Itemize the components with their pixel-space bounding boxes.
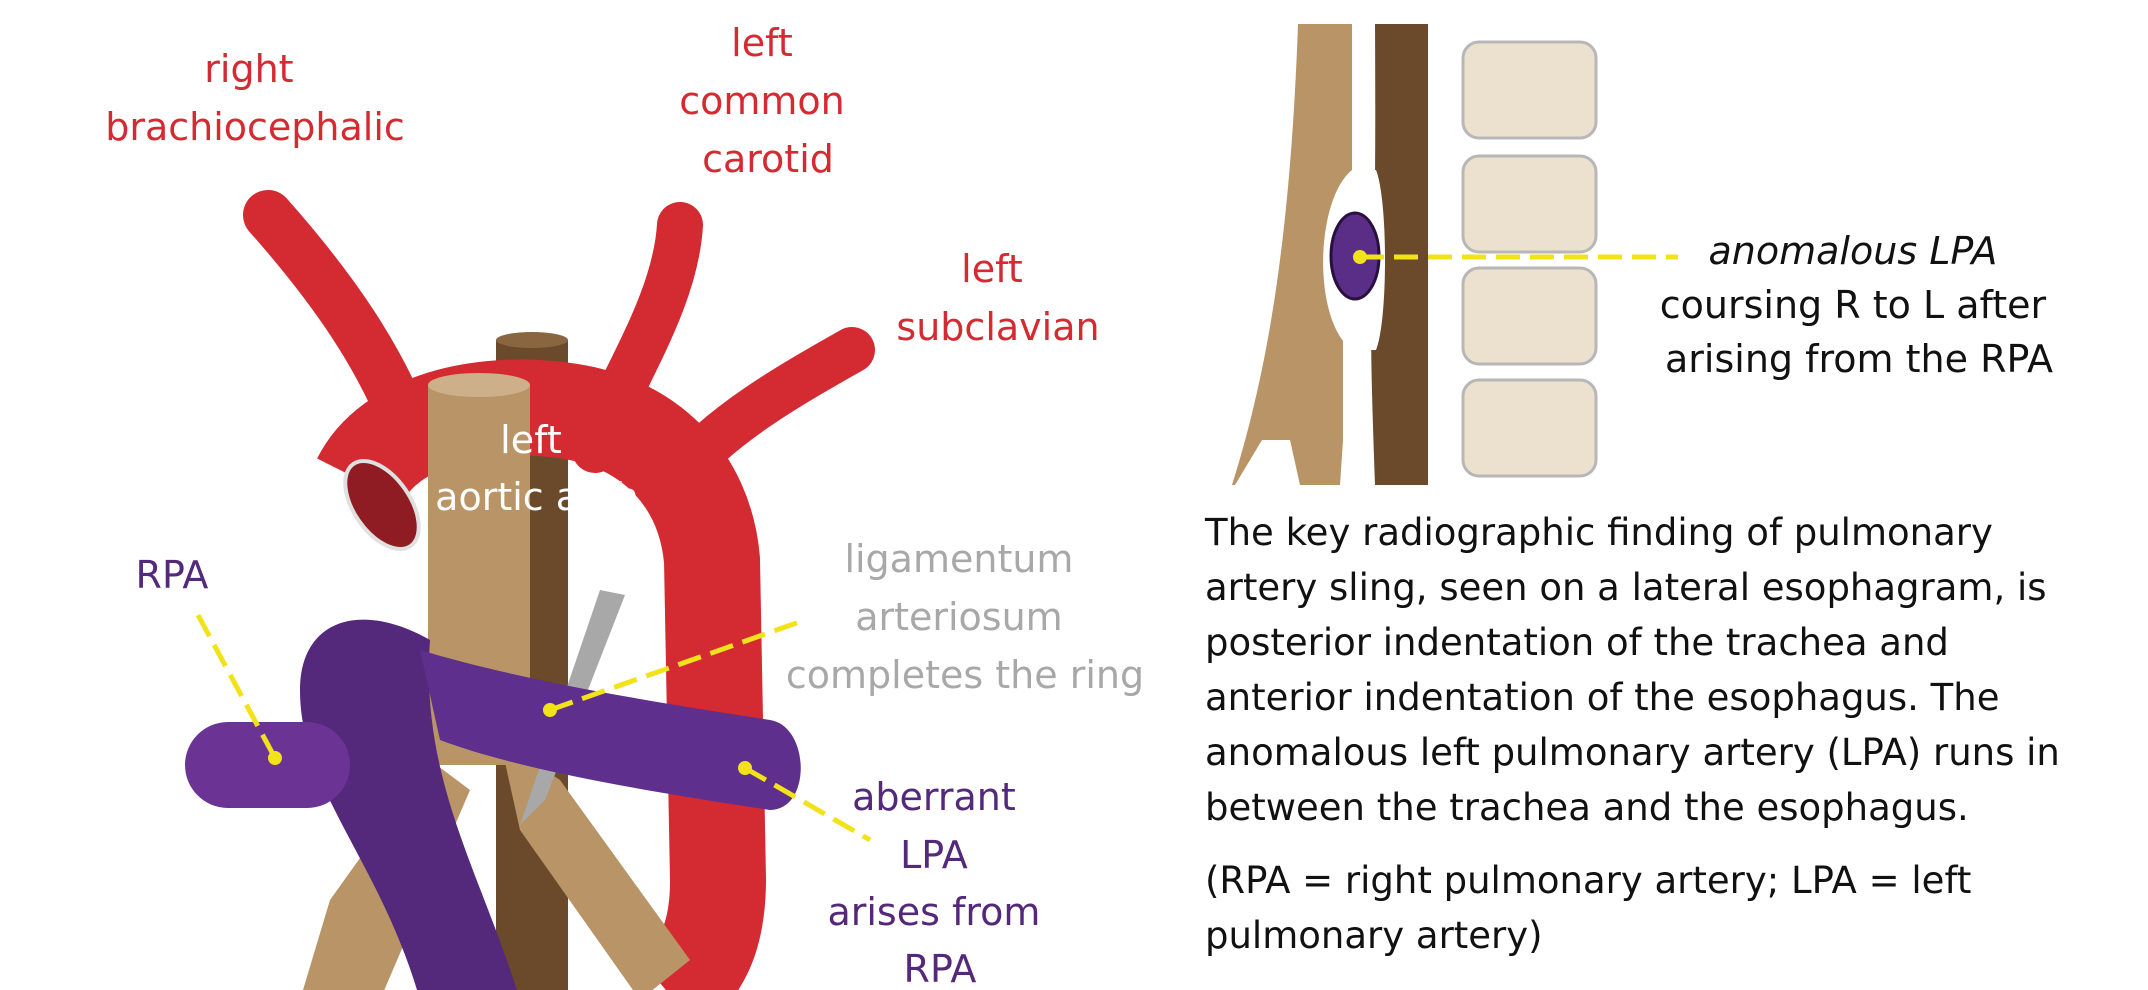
lateral-esophagram-diagram bbox=[1232, 24, 1678, 485]
lateral-trachea bbox=[1232, 24, 1352, 485]
vertebra-4 bbox=[1461, 378, 1598, 478]
right-pulmonary-artery bbox=[185, 722, 350, 808]
anatomy-illustration bbox=[185, 190, 875, 990]
label-left-common-carotid: left common carotid bbox=[679, 21, 857, 181]
description-paragraph: The key radiographic finding of pulmonar… bbox=[1205, 511, 2060, 829]
lpa-leader-dot bbox=[738, 761, 752, 775]
rpa-leader-line bbox=[195, 613, 278, 760]
lateral-leader-dot bbox=[1353, 250, 1367, 264]
trachea-top bbox=[428, 373, 530, 397]
ligamentum-leader-dot bbox=[543, 703, 557, 717]
aortic-arch-opening bbox=[343, 459, 421, 551]
vertebra-1 bbox=[1461, 40, 1598, 140]
label-left-aortic-arch: left aortic arch bbox=[435, 418, 639, 519]
abbreviations-note: (RPA = right pulmonary artery; LPA = lef… bbox=[1205, 859, 1972, 957]
label-left-subclavian: left subclavian bbox=[896, 247, 1099, 349]
aberrant-left-pulmonary-artery bbox=[420, 650, 801, 810]
label-ligamentum-arteriosum: ligamentum arteriosum completes the ring bbox=[786, 537, 1144, 697]
vertebra-2 bbox=[1461, 154, 1598, 254]
ligamentum-leader-line bbox=[549, 617, 806, 713]
label-aberrant-lpa: aberrant LPA arises from RPA bbox=[827, 775, 1052, 990]
main-pulmonary-artery bbox=[300, 619, 517, 990]
description-text: The key radiographic finding of pulmonar… bbox=[1205, 505, 2105, 981]
lpa-leader-line bbox=[743, 765, 872, 843]
esophagus-top bbox=[496, 332, 568, 348]
label-anomalous-lpa: anomalous LPA coursing R to L after aris… bbox=[1660, 229, 2058, 381]
left-main-bronchus bbox=[500, 740, 690, 990]
label-rpa: RPA bbox=[136, 553, 209, 597]
label-right-brachiocephalic: right brachiocephalic bbox=[105, 47, 405, 149]
vertebra-3 bbox=[1461, 266, 1598, 366]
rpa-leader-dot bbox=[268, 751, 282, 765]
